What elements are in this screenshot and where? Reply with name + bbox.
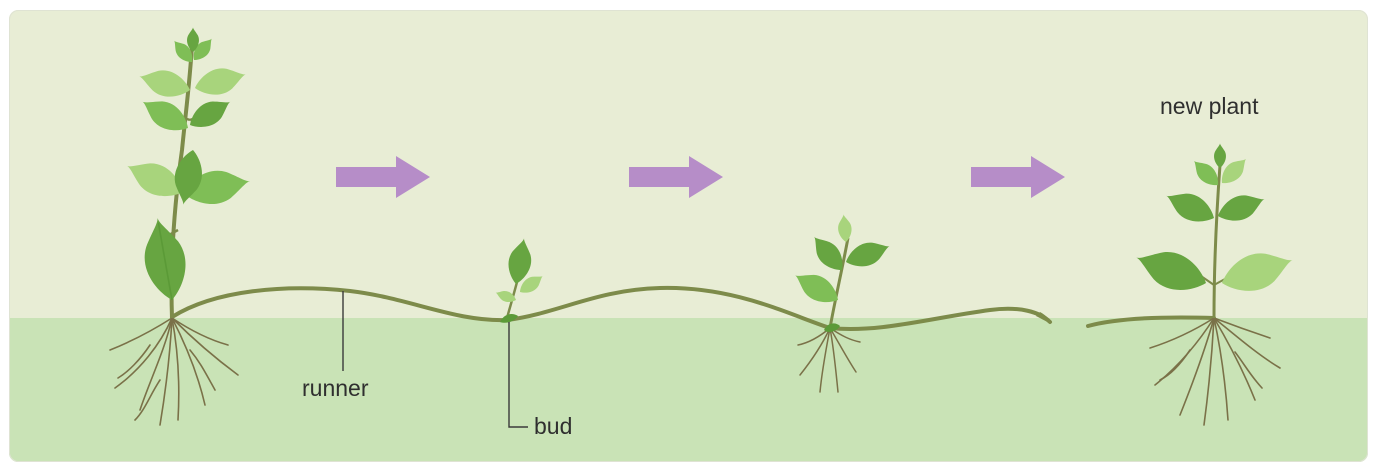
bud-label: bud — [534, 415, 572, 438]
new-plant-label: new plant — [1160, 95, 1258, 118]
runner-label: runner — [302, 377, 368, 400]
